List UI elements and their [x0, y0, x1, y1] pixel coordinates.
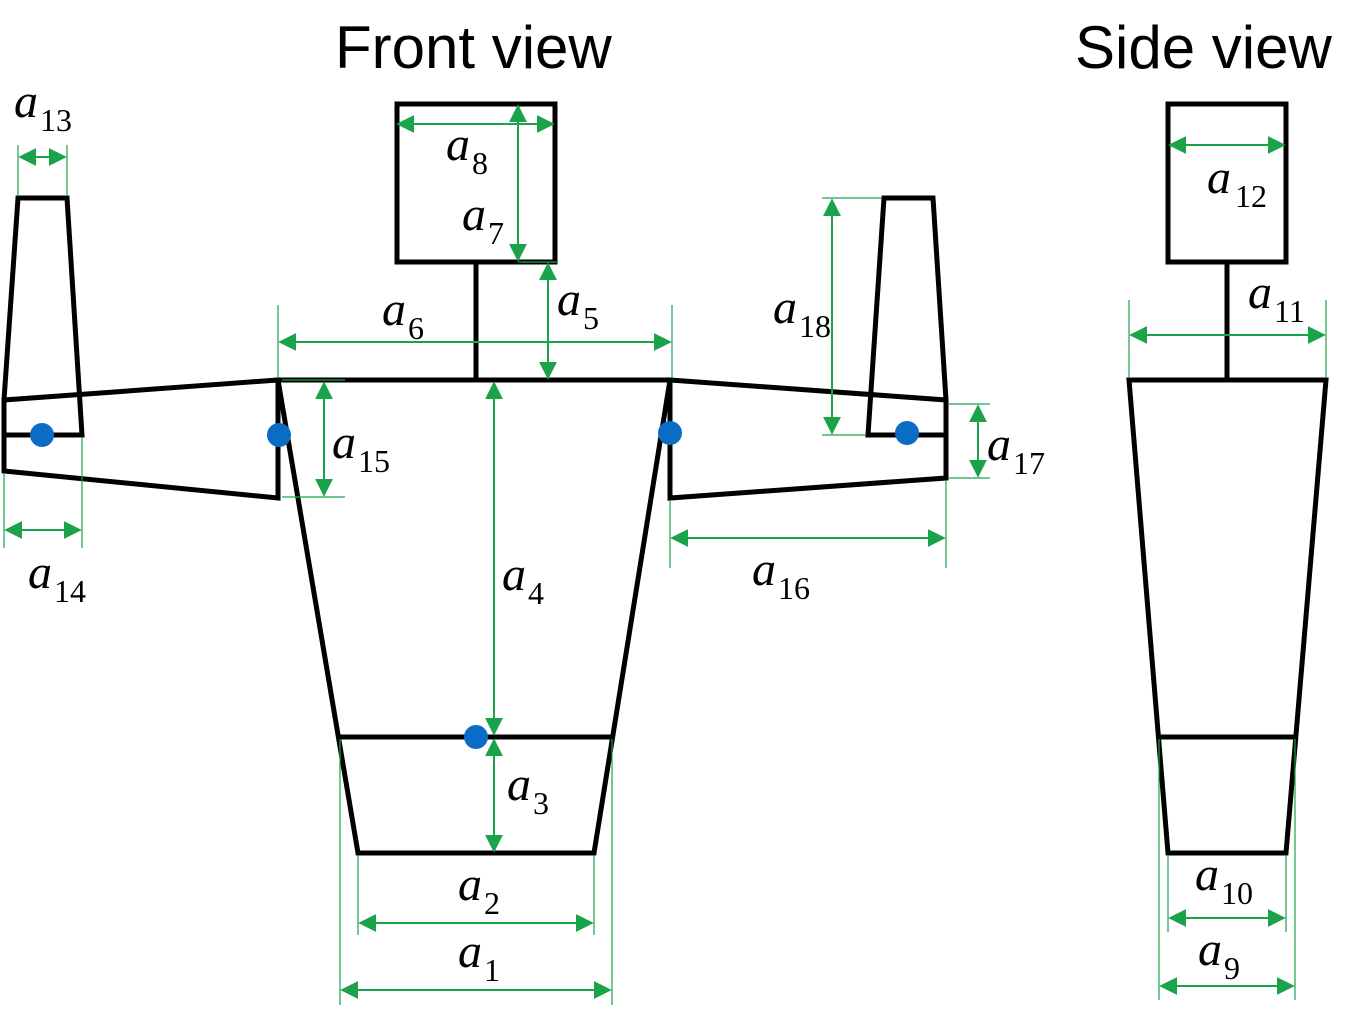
side-torso: [1126, 377, 1329, 856]
hip-joint: [464, 725, 488, 749]
label-a6: a6: [382, 283, 424, 346]
dimension-labels: a8 a7 a5 a6 a4 a3 a2 a1 a13 a14 a15 a16 …: [14, 75, 1305, 988]
label-a18: a18: [773, 281, 831, 344]
label-a3: a3: [507, 758, 549, 821]
left-elbow-joint: [30, 423, 54, 447]
right-upper-arm: [667, 377, 949, 501]
right-elbow-joint: [895, 421, 919, 445]
label-a17: a17: [987, 418, 1045, 481]
label-a8: a8: [446, 118, 488, 181]
label-a10: a10: [1195, 848, 1253, 911]
label-a13: a13: [14, 75, 72, 138]
label-a9: a9: [1198, 923, 1240, 986]
left-shoulder-joint: [267, 423, 291, 447]
label-a4: a4: [502, 548, 544, 611]
label-a11: a11: [1248, 266, 1305, 329]
label-a2: a2: [458, 858, 500, 921]
front-view: [1, 101, 949, 856]
label-a15: a15: [332, 416, 390, 479]
label-a1: a1: [458, 925, 500, 988]
side-view-title: Side view: [1075, 14, 1332, 81]
front-dimensions: [3, 104, 990, 1005]
label-a16: a16: [752, 543, 810, 606]
label-a5: a5: [557, 273, 599, 336]
label-a14: a14: [28, 546, 86, 609]
side-view: [1126, 101, 1329, 856]
right-forearm: [865, 195, 949, 438]
side-dimensions: [1128, 136, 1327, 1000]
right-shoulder-joint: [658, 421, 682, 445]
left-upper-arm: [1, 377, 281, 501]
label-a7: a7: [462, 188, 504, 251]
front-view-title: Front view: [335, 14, 612, 81]
front-torso: [275, 377, 673, 856]
